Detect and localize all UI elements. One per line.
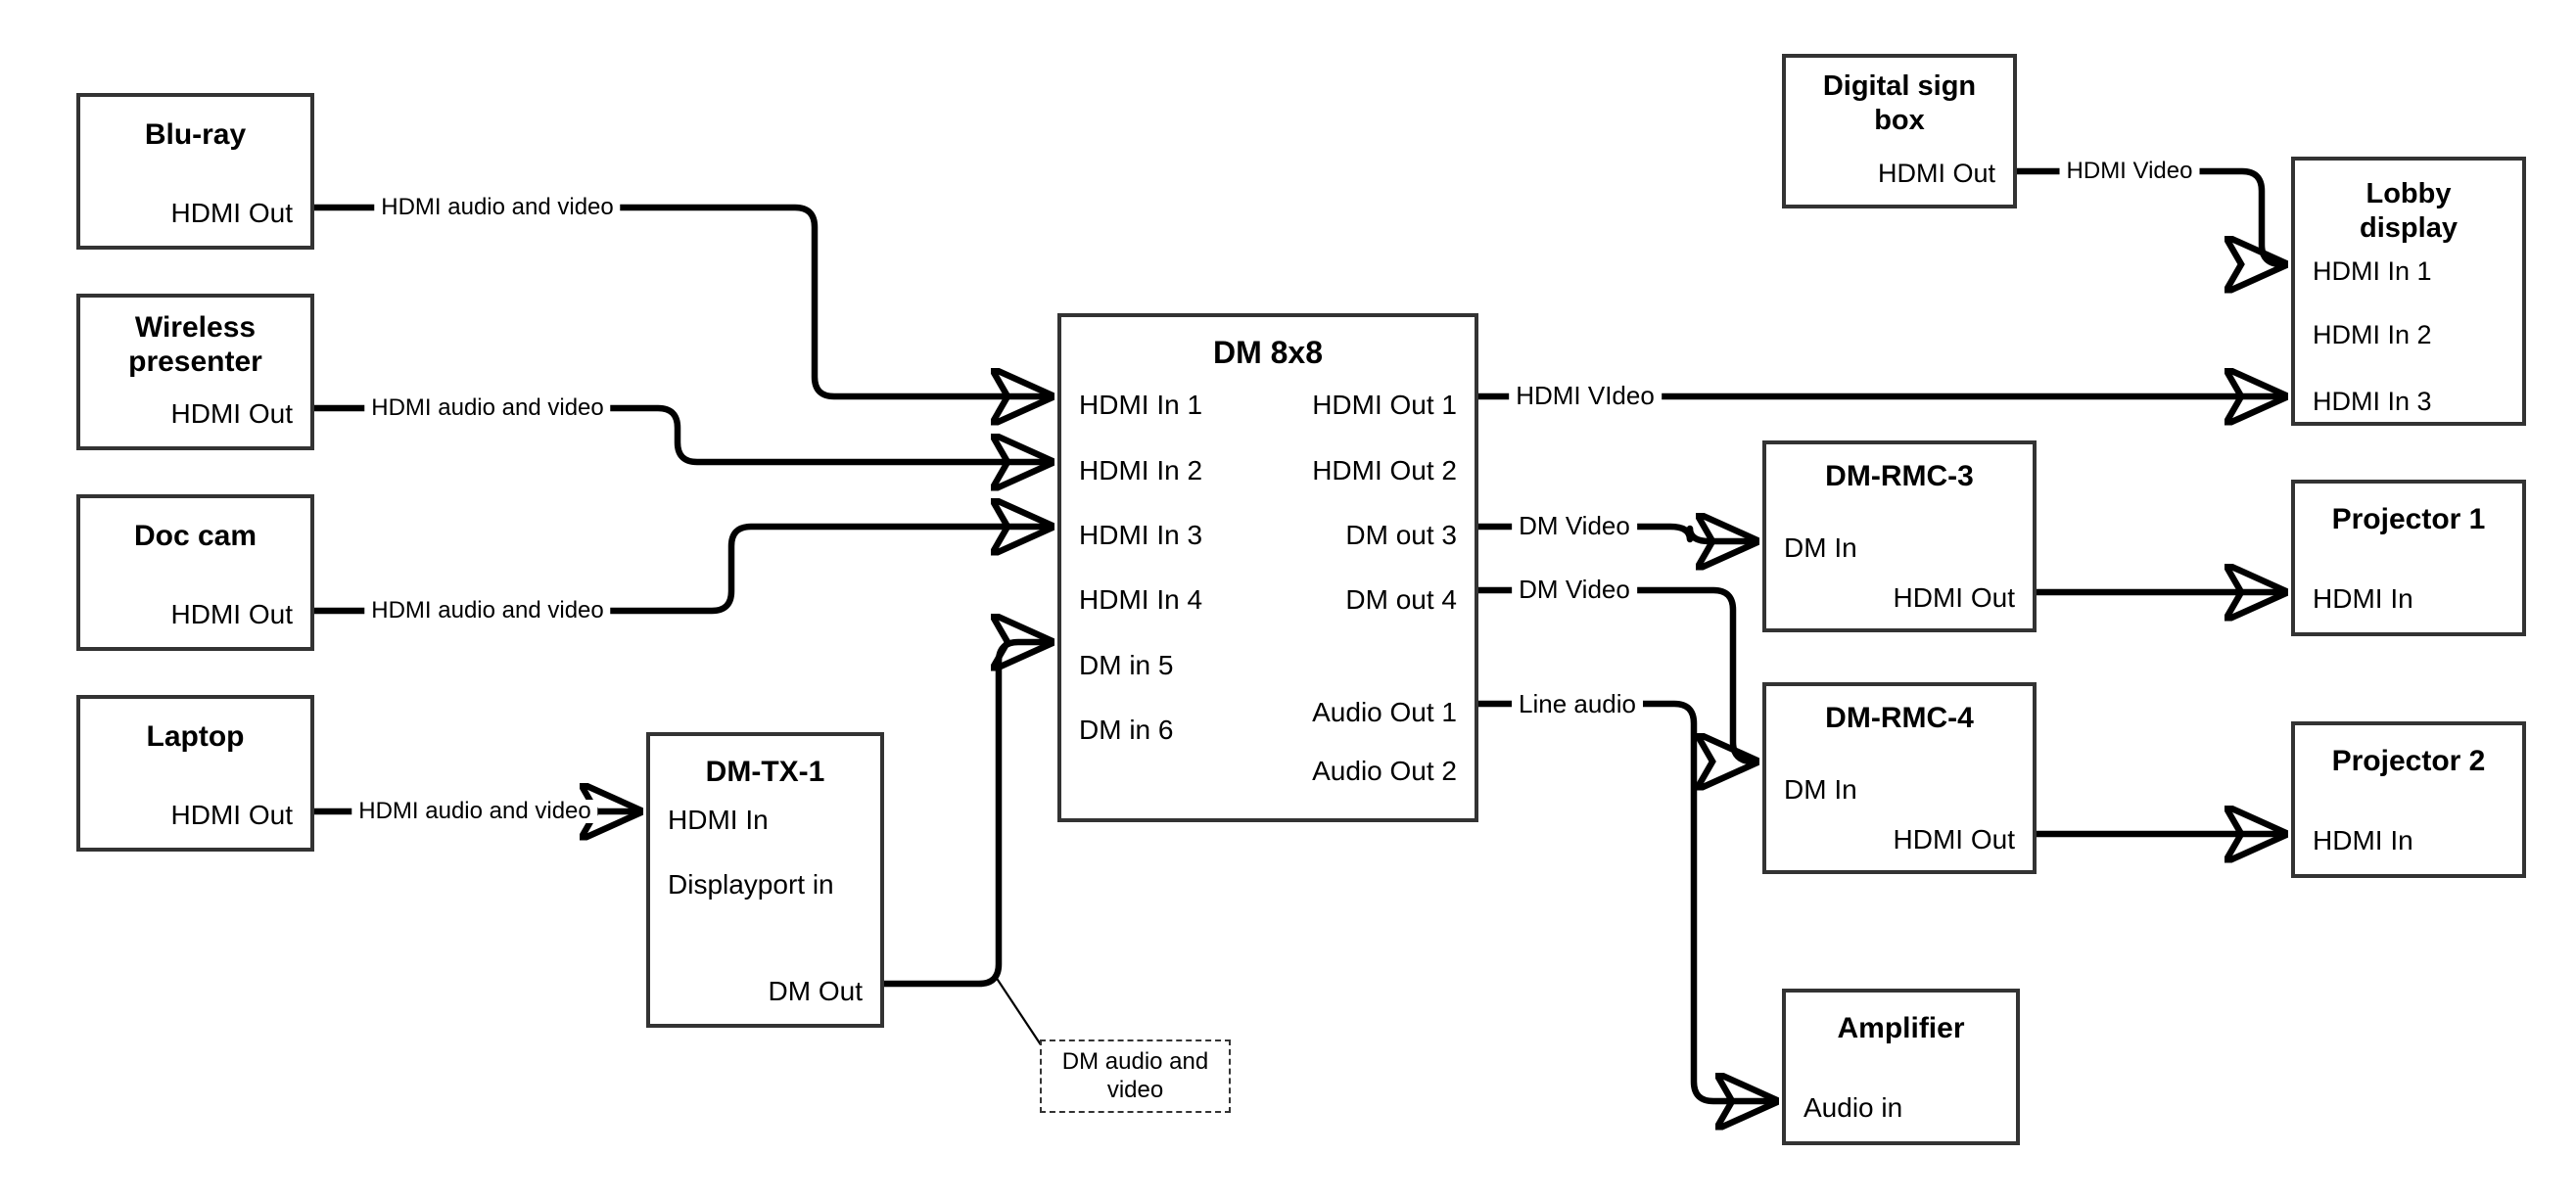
node-projector-2-port-hdmi-in: HDMI In — [2313, 825, 2413, 855]
node-laptop[interactable]: Laptop HDMI Out — [76, 695, 314, 852]
node-digital-sign-box-port-hdmi-out: HDMI Out — [1877, 159, 1995, 188]
node-dm-8x8-title: DM 8x8 — [1212, 335, 1324, 370]
node-projector-1[interactable]: Projector 1 HDMI In — [2291, 480, 2526, 636]
node-dm-8x8-port-hdmi-in-4: HDMI In 4 — [1079, 584, 1203, 615]
node-dm-8x8[interactable]: DM 8x8 HDMI In 1 HDMI In 2 HDMI In 3 HDM… — [1057, 313, 1478, 822]
node-lobby-display-title-line2: display — [2360, 212, 2458, 244]
node-dm-rmc-3-port-hdmi-out: HDMI Out — [1893, 582, 2015, 613]
node-dm-8x8-port-hdmi-out-1: HDMI Out 1 — [1312, 390, 1457, 420]
node-doc-cam-port-hdmi-out: HDMI Out — [170, 599, 293, 629]
node-dm-8x8-port-hdmi-out-2: HDMI Out 2 — [1312, 455, 1457, 485]
node-dm-rmc-3[interactable]: DM-RMC-3 DM In HDMI Out — [1762, 440, 2037, 632]
note-dm-audio-and-video: DM audio and video — [1040, 1039, 1231, 1113]
node-amplifier-title: Amplifier — [1837, 1012, 1965, 1044]
node-projector-2[interactable]: Projector 2 HDMI In — [2291, 721, 2526, 878]
wire-label-doccam: HDMI audio and video — [364, 599, 611, 623]
node-laptop-title: Laptop — [146, 720, 245, 753]
node-wireless-presenter-title-line2: presenter — [128, 346, 262, 378]
node-lobby-display-port-hdmi-in-3: HDMI In 3 — [2313, 387, 2432, 416]
node-bluray-port-hdmi-out: HDMI Out — [170, 198, 293, 228]
node-doc-cam-title: Doc cam — [133, 520, 258, 552]
wire-label-digitalsign: HDMI Video — [2059, 160, 2200, 183]
node-dm-8x8-port-audio-out-1: Audio Out 1 — [1312, 697, 1457, 727]
wire-digitalsign-to-lobby — [2017, 167, 2283, 264]
node-dm-rmc-4[interactable]: DM-RMC-4 DM In HDMI Out — [1762, 682, 2037, 874]
node-wireless-presenter-title-line1: Wireless — [134, 311, 257, 344]
wire-label-wireless: HDMI audio and video — [364, 396, 611, 420]
node-amplifier[interactable]: Amplifier Audio in — [1782, 989, 2020, 1145]
node-bluray-title: Blu-ray — [144, 118, 247, 151]
node-dm-tx-1-title: DM-TX-1 — [705, 756, 825, 788]
node-dm-rmc-3-port-dm-in: DM In — [1784, 532, 1857, 563]
node-dm-tx-1[interactable]: DM-TX-1 HDMI In Displayport in DM Out — [646, 732, 884, 1028]
node-lobby-display-port-hdmi-in-2: HDMI In 2 — [2313, 320, 2432, 349]
wire-dmtx1-to-dm8x8 — [884, 642, 1050, 988]
node-amplifier-port-audio-in: Audio in — [1803, 1092, 1903, 1123]
node-projector-1-port-hdmi-in: HDMI In — [2313, 583, 2413, 614]
wire-dm8x8-to-dmrmc4 — [1478, 586, 1755, 762]
node-dm-8x8-port-hdmi-in-1: HDMI In 1 — [1079, 390, 1203, 420]
node-dm-tx-1-port-displayport-in: Displayport in — [668, 869, 834, 900]
node-dm-8x8-port-dm-out-4: DM out 4 — [1345, 584, 1457, 615]
node-digital-sign-box-title-line2: box — [1874, 105, 1925, 136]
node-dm-8x8-port-hdmi-in-3: HDMI In 3 — [1079, 520, 1203, 550]
node-dm-8x8-port-dm-out-3: DM out 3 — [1345, 520, 1457, 550]
node-digital-sign-box-title-line1: Digital sign — [1822, 70, 1977, 102]
node-wireless-presenter-port-hdmi-out: HDMI Out — [170, 398, 293, 429]
wire-bluray-to-dm8x8 — [314, 204, 1050, 396]
node-dm-tx-1-port-hdmi-in: HDMI In — [668, 805, 769, 835]
node-dm-8x8-port-hdmi-in-2: HDMI In 2 — [1079, 455, 1203, 485]
wire-label-hdmi-out-1: HDMI VIdeo — [1509, 383, 1662, 408]
node-dm-8x8-port-dm-in-5: DM in 5 — [1079, 650, 1174, 680]
node-dm-8x8-port-dm-in-6: DM in 6 — [1079, 715, 1174, 745]
node-dm-tx-1-port-dm-out: DM Out — [768, 976, 863, 1006]
node-dm-rmc-3-title: DM-RMC-3 — [1825, 460, 1974, 492]
wire-label-audio-out-1: Line audio — [1512, 691, 1643, 716]
note-text: DM audio and video — [1061, 1048, 1209, 1103]
node-lobby-display-port-hdmi-in-1: HDMI In 1 — [2313, 256, 2432, 286]
node-dm-rmc-4-port-dm-in: DM In — [1784, 774, 1857, 805]
wire-label-dm-out-3: DM Video — [1512, 513, 1637, 538]
node-lobby-display-title-line1: Lobby — [2365, 178, 2452, 209]
wire-dm8x8-to-amplifier — [1478, 700, 1774, 1101]
node-doc-cam[interactable]: Doc cam HDMI Out — [76, 494, 314, 651]
wire-label-dm-out-4: DM Video — [1512, 577, 1637, 602]
wire-label-laptop: HDMI audio and video — [351, 800, 598, 823]
node-projector-1-title: Projector 1 — [2331, 503, 2486, 535]
node-laptop-port-hdmi-out: HDMI Out — [170, 800, 293, 830]
node-dm-8x8-port-audio-out-2: Audio Out 2 — [1312, 756, 1457, 786]
node-projector-2-title: Projector 2 — [2331, 745, 2486, 777]
node-bluray[interactable]: Blu-ray HDMI Out — [76, 93, 314, 250]
node-wireless-presenter[interactable]: Wireless presenter HDMI Out — [76, 294, 314, 450]
node-digital-sign-box[interactable]: Digital sign box HDMI Out — [1782, 54, 2017, 208]
node-dm-rmc-4-title: DM-RMC-4 — [1825, 702, 1974, 734]
node-lobby-display[interactable]: Lobby display HDMI In 1 HDMI In 2 HDMI I… — [2291, 157, 2526, 426]
node-dm-rmc-4-port-hdmi-out: HDMI Out — [1893, 824, 2015, 855]
wire-label-bluray: HDMI audio and video — [374, 196, 621, 219]
